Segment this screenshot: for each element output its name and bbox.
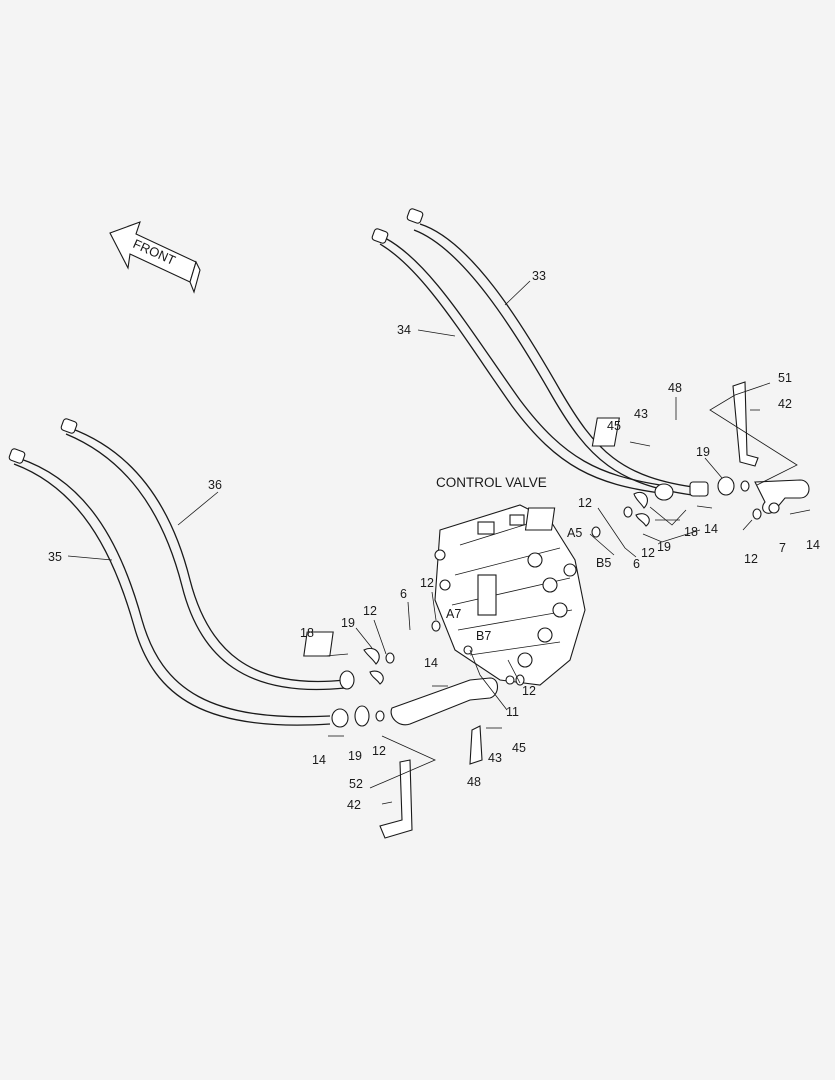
part-label-12-upper-b: 12 bbox=[641, 546, 655, 560]
part-label-45-lower: 45 bbox=[512, 741, 526, 755]
part-label-34: 34 bbox=[397, 323, 411, 337]
hose-34 bbox=[371, 228, 674, 501]
part-label-12-upper-c: 12 bbox=[744, 552, 758, 566]
part-label-12-upper-a: 12 bbox=[578, 496, 592, 510]
part-label-19-upper-left: 19 bbox=[657, 540, 671, 554]
part-label-14-left-lower: 14 bbox=[312, 753, 326, 767]
part-label-19-upper-right: 19 bbox=[696, 445, 710, 459]
part-label-12-valve-bottom: 12 bbox=[522, 684, 536, 698]
control-valve-title: CONTROL VALVE bbox=[436, 475, 547, 490]
part-label-14-upper: 14 bbox=[704, 522, 718, 536]
hose-33 bbox=[406, 208, 709, 497]
part-label-48-upper: 48 bbox=[668, 381, 682, 395]
part-label-42-upper: 42 bbox=[778, 397, 792, 411]
part-label-6-upper: 6 bbox=[633, 557, 640, 571]
part-label-12-left-b: 12 bbox=[363, 604, 377, 618]
part-label-18-upper: 18 bbox=[684, 525, 698, 539]
part-label-6-left: 6 bbox=[400, 587, 407, 601]
part-label-19-left-upper: 19 bbox=[341, 616, 355, 630]
port-label-b5: B5 bbox=[596, 556, 611, 570]
part-label-7: 7 bbox=[779, 541, 786, 555]
part-label-12-left-lower: 12 bbox=[372, 744, 386, 758]
part-label-18-left: 18 bbox=[300, 626, 314, 640]
leader-lines bbox=[67, 280, 798, 789]
part-label-36: 36 bbox=[208, 478, 222, 492]
part-label-12-left-a: 12 bbox=[420, 576, 434, 590]
left-fittings bbox=[303, 620, 525, 839]
part-label-51: 51 bbox=[778, 371, 792, 385]
port-label-a5: A5 bbox=[567, 526, 582, 540]
part-label-43-upper: 43 bbox=[634, 407, 648, 421]
hose-36 bbox=[60, 418, 355, 691]
part-label-14-left-middle: 14 bbox=[424, 656, 438, 670]
part-label-42-lower: 42 bbox=[347, 798, 361, 812]
right-fittings bbox=[524, 381, 811, 538]
part-label-35: 35 bbox=[48, 550, 62, 564]
control-valve: CONTROL VALVE bbox=[434, 475, 586, 686]
port-label-a7: A7 bbox=[446, 607, 461, 621]
part-label-52: 52 bbox=[349, 777, 363, 791]
front-arrow: FRONT bbox=[109, 221, 201, 294]
part-label-14-right: 14 bbox=[806, 538, 820, 552]
part-label-45-upper: 45 bbox=[607, 419, 621, 433]
part-label-19-left-lower: 19 bbox=[348, 749, 362, 763]
part-label-43-lower: 43 bbox=[488, 751, 502, 765]
hose-35 bbox=[8, 448, 349, 728]
part-labels: 33 34 36 35 48 51 42 43 45 19 14 18 12 1… bbox=[48, 269, 820, 812]
part-label-11: 11 bbox=[506, 705, 519, 719]
part-label-33: 33 bbox=[532, 269, 546, 283]
part-label-48-lower: 48 bbox=[467, 775, 481, 789]
port-label-b7: B7 bbox=[476, 629, 491, 643]
